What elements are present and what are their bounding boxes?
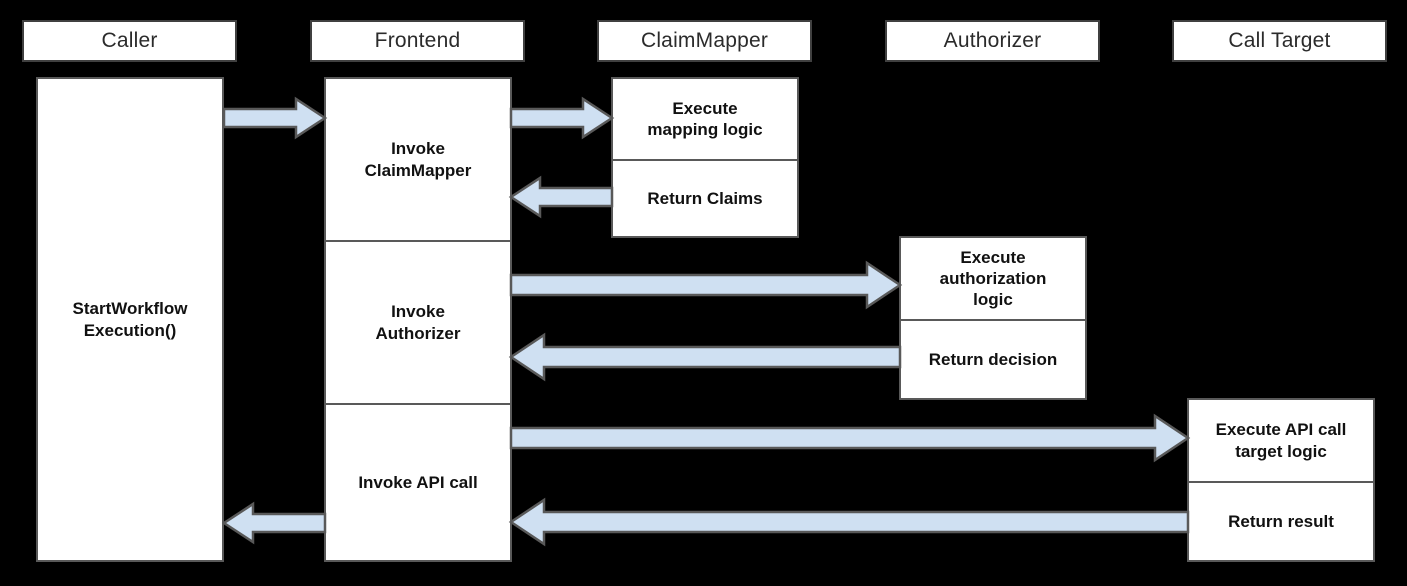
message-arrow-frontend-to-caller[interactable] (221, 501, 327, 545)
activation-calltarget-return-result[interactable]: Return result (1189, 481, 1373, 560)
message-arrow-authorizer-to-frontend[interactable] (508, 332, 902, 382)
participant-header-frontend[interactable]: Frontend (310, 20, 525, 62)
activation-authorizer-return-decision[interactable]: Return decision (901, 319, 1085, 398)
activation-frontend-invoke-claimmapper[interactable]: Invoke ClaimMapper (326, 79, 510, 240)
participant-header-authorizer-label: Authorizer (943, 29, 1042, 52)
activation-authorizer-return-decision-label: Return decision (928, 349, 1058, 369)
message-arrow-frontend-to-authorizer[interactable] (509, 260, 903, 310)
activation-calltarget-return-result-label: Return result (1228, 511, 1334, 531)
activation-caller-start-workflow[interactable]: StartWorkflow Execution() (38, 79, 222, 560)
message-arrow-caller-to-frontend[interactable] (222, 96, 328, 140)
activation-frontend-invoke-authorizer[interactable]: Invoke Authorizer (326, 240, 510, 403)
message-arrow-frontend-to-calltarget[interactable] (509, 413, 1191, 463)
activation-claimmapper-return-claims[interactable]: Return Claims (613, 159, 797, 236)
lifeline-caller: StartWorkflow Execution() (36, 77, 224, 562)
activation-authorizer-execute-authorization-logic[interactable]: Execute authorization logic (901, 238, 1085, 319)
lifeline-authorizer: Execute authorization logic Return decis… (899, 236, 1087, 400)
message-arrow-frontend-to-claimmapper[interactable] (509, 96, 615, 140)
participant-header-authorizer[interactable]: Authorizer (885, 20, 1100, 62)
activation-calltarget-execute-api-call-target-logic-label: Execute API call target logic (1215, 420, 1347, 461)
activation-claimmapper-execute-mapping-logic-label: Execute mapping logic (647, 98, 763, 139)
participant-header-frontend-label: Frontend (374, 29, 461, 52)
participant-header-claimmapper-label: ClaimMapper (640, 29, 769, 52)
activation-frontend-invoke-authorizer-label: Invoke Authorizer (375, 302, 461, 343)
message-arrow-claimmapper-to-frontend[interactable] (508, 175, 614, 219)
participant-header-caller-label: Caller (101, 29, 158, 52)
participant-header-calltarget-label: Call Target (1228, 29, 1331, 52)
activation-claimmapper-execute-mapping-logic[interactable]: Execute mapping logic (613, 79, 797, 159)
participant-header-caller[interactable]: Caller (22, 20, 237, 62)
activation-frontend-invoke-claimmapper-label: Invoke ClaimMapper (364, 139, 472, 180)
activation-calltarget-execute-api-call-target-logic[interactable]: Execute API call target logic (1189, 400, 1373, 481)
message-arrow-calltarget-to-frontend[interactable] (508, 497, 1190, 547)
lifeline-claimmapper: Execute mapping logic Return Claims (611, 77, 799, 238)
activation-caller-start-workflow-label: StartWorkflow Execution() (72, 299, 188, 340)
activation-authorizer-execute-authorization-logic-label: Execute authorization logic (939, 247, 1047, 310)
activation-claimmapper-return-claims-label: Return Claims (647, 188, 763, 208)
lifeline-frontend: Invoke ClaimMapper Invoke Authorizer Inv… (324, 77, 512, 562)
participant-header-calltarget[interactable]: Call Target (1172, 20, 1387, 62)
activation-frontend-invoke-api-call[interactable]: Invoke API call (326, 403, 510, 560)
participant-header-claimmapper[interactable]: ClaimMapper (597, 20, 812, 62)
activation-frontend-invoke-api-call-label: Invoke API call (358, 472, 478, 492)
lifeline-calltarget: Execute API call target logic Return res… (1187, 398, 1375, 562)
